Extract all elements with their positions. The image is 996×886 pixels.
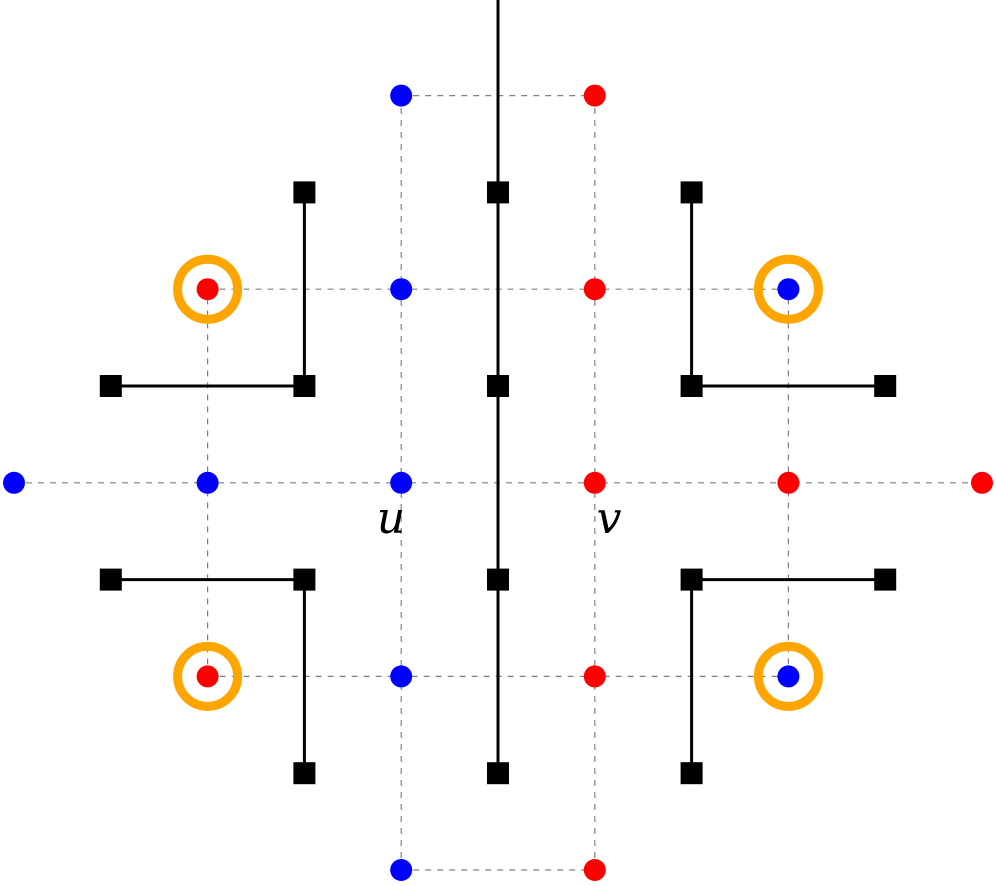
red-point xyxy=(583,859,606,881)
dual-square xyxy=(487,568,509,591)
highlight-rings xyxy=(173,254,823,711)
dual-square xyxy=(680,568,703,591)
dual-square xyxy=(487,762,509,785)
dual-square xyxy=(99,568,122,591)
dual-square xyxy=(293,568,316,591)
grid-points xyxy=(3,84,993,881)
blue-point xyxy=(390,665,413,688)
dual-square xyxy=(874,568,897,591)
blue-point xyxy=(777,665,800,688)
dual-squares xyxy=(99,181,897,785)
label-u: u xyxy=(377,493,405,544)
red-point xyxy=(583,665,606,688)
red-point xyxy=(583,84,606,107)
blue-point xyxy=(3,471,25,494)
dual-square xyxy=(99,375,122,397)
blue-point xyxy=(196,471,219,494)
red-point xyxy=(196,278,219,301)
dual-square xyxy=(874,375,897,397)
red-point xyxy=(583,278,606,301)
dual-square xyxy=(680,181,703,204)
dual-square xyxy=(293,762,316,785)
dual-square xyxy=(293,375,316,397)
dual-square xyxy=(680,762,703,785)
blue-point xyxy=(777,278,800,301)
blue-point xyxy=(390,471,413,494)
orange-ring xyxy=(753,254,823,324)
orange-ring xyxy=(753,641,823,711)
blue-point xyxy=(390,84,413,107)
orange-ring xyxy=(173,641,243,711)
point-labels: u v xyxy=(377,493,622,544)
dual-square xyxy=(680,375,703,397)
blue-point xyxy=(390,859,413,881)
solid-edges xyxy=(109,0,887,775)
red-point xyxy=(777,471,800,494)
red-point xyxy=(196,665,219,688)
red-point xyxy=(583,471,606,494)
label-v: v xyxy=(597,493,622,544)
blue-point xyxy=(390,278,413,301)
orange-ring xyxy=(173,254,243,324)
dual-square xyxy=(487,181,509,204)
red-point xyxy=(971,471,993,494)
dual-square xyxy=(487,375,509,397)
dual-square xyxy=(293,181,316,204)
